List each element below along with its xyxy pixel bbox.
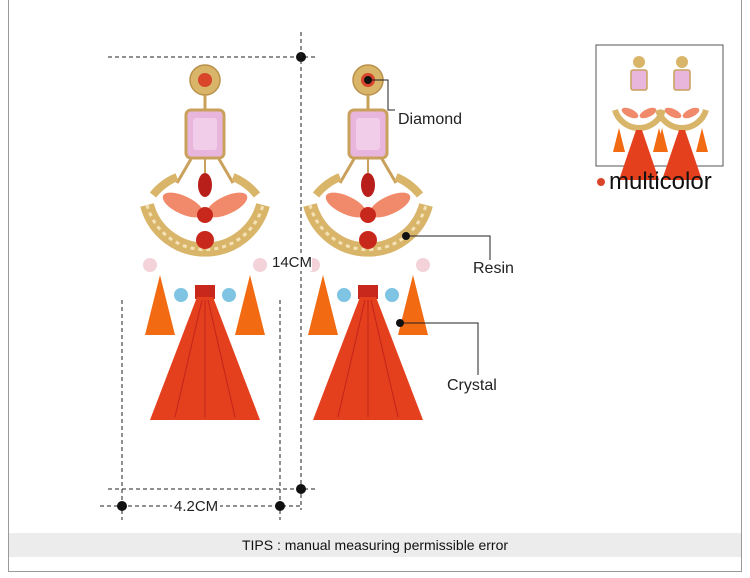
tips-bar: TIPS : manual measuring permissible erro… — [9, 533, 741, 557]
resin-marker — [402, 232, 410, 240]
height-bottom-marker — [296, 484, 306, 494]
crystal-label: Crystal — [447, 377, 497, 394]
diamond-marker — [364, 76, 372, 84]
width-left-marker — [117, 501, 127, 511]
product-frame — [8, 0, 742, 572]
resin-label: Resin — [473, 260, 514, 277]
width-dimension-label: 4.2CM — [172, 498, 221, 515]
width-right-marker — [275, 501, 285, 511]
crystal-leader — [400, 322, 479, 375]
variant-name[interactable]: multicolor — [609, 168, 712, 195]
earring-left — [143, 65, 267, 420]
height-dimension-label: 14CM — [272, 254, 313, 271]
variant-color-dot — [597, 178, 605, 186]
resin-leader — [406, 235, 491, 260]
diamond-leader — [368, 79, 395, 111]
crystal-marker — [396, 319, 404, 327]
diamond-label: Diamond — [398, 111, 463, 128]
